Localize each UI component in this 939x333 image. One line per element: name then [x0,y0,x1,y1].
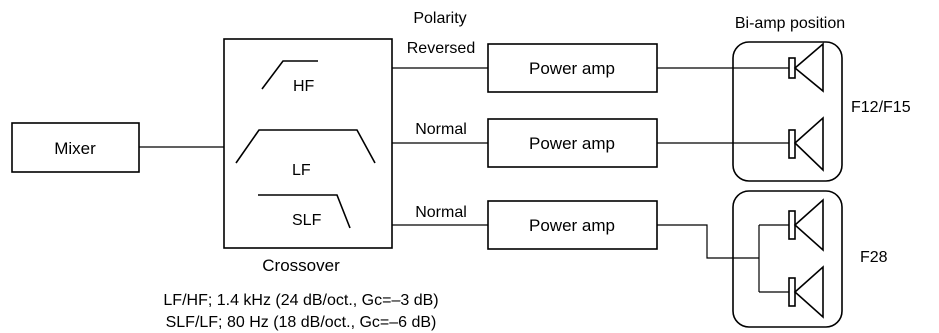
speaker-icon [788,42,824,93]
power-amp-2-label: Power amp [529,134,615,153]
mixer-label: Mixer [54,139,96,158]
crossover-spec-lf-hf: LF/HF; 1.4 kHz (24 dB/oct., Gc=–3 dB) [163,292,438,309]
path-2-polarity: Normal [415,121,467,138]
speaker-group-f28 [732,190,843,328]
speaker-icon [788,265,824,319]
power-amp-1 [487,43,658,93]
power-amp-3-label: Power amp [529,216,615,235]
speaker-icon [788,198,824,252]
path-1-polarity: Reversed [407,40,475,57]
crossover-label: Crossover [262,256,340,275]
power-amp-3 [487,200,658,250]
power-amp-2 [487,118,658,168]
speaker-group-f28-label: F28 [860,249,888,266]
polarity-heading: Polarity [413,10,466,27]
lf-filter-curve [235,129,376,164]
slf-filter-curve [258,194,351,229]
crossover-spec-slf-lf: SLF/LF; 80 Hz (18 dB/oct., Gc=–6 dB) [166,314,437,331]
slf-filter-label: SLF [292,212,322,229]
speaker-icon [788,116,824,172]
speaker-group-f12-f15-label: F12/F15 [851,99,911,116]
power-amp-1-label: Power amp [529,59,615,78]
path-3-polarity: Normal [415,204,467,221]
speaker-group-f12-f15 [732,41,843,182]
hf-filter-curve [261,60,318,90]
amp-3-to-speakers-wire [657,224,759,259]
biamp-position-heading: Bi-amp position [735,15,845,32]
mixer-block [11,122,140,173]
hf-filter-label: HF [293,78,315,95]
lf-filter-label: LF [292,162,311,179]
